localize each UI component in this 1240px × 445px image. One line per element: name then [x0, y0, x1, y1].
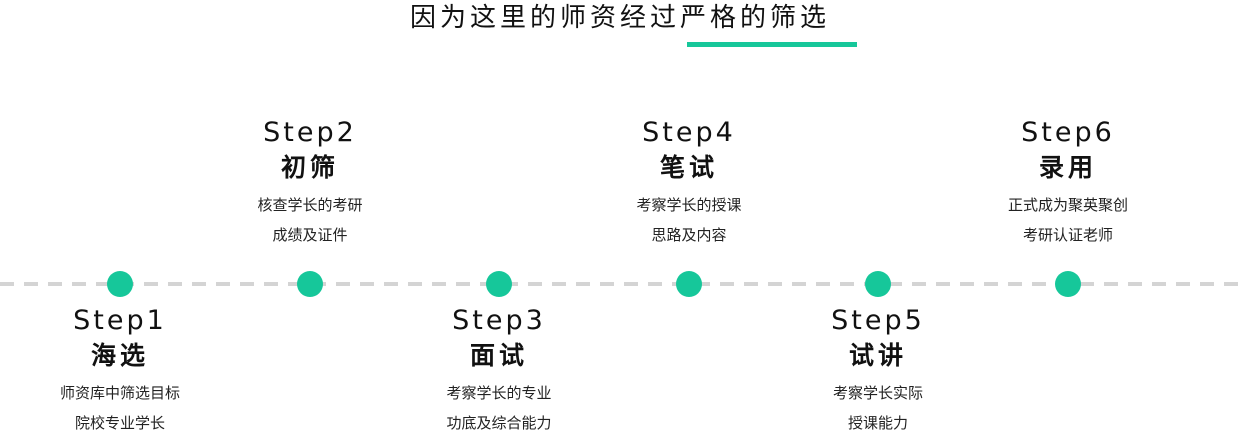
step-number: Step6	[1021, 117, 1115, 148]
step-name: 初筛	[280, 153, 339, 182]
step-name: 录用	[1038, 153, 1097, 182]
timeline-dot-1	[107, 271, 133, 297]
step-number: Step2	[263, 117, 357, 148]
step-number: Step5	[831, 305, 925, 336]
step-name: 试讲	[848, 341, 907, 370]
step-4: Step4 笔试 考察学长的授课思路及内容	[569, 116, 809, 250]
step-number: Step3	[452, 305, 546, 336]
step-5: Step5 试讲 考察学长实际授课能力	[758, 304, 998, 438]
timeline-dot-6	[1055, 271, 1081, 297]
step-name: 笔试	[659, 153, 718, 182]
step-name: 面试	[469, 341, 528, 370]
step-2: Step2 初筛 核查学长的考研成绩及证件	[190, 116, 430, 250]
section-title: 因为这里的师资经过严格的筛选	[409, 3, 830, 33]
step-description: 师资库中筛选目标院校专业学长	[59, 384, 180, 432]
step-name: 海选	[90, 341, 149, 370]
step-6: Step6 录用 正式成为聚英聚创考研认证老师	[948, 116, 1188, 250]
step-description: 考察学长实际授课能力	[832, 384, 923, 432]
timeline-dot-3	[486, 271, 512, 297]
step-description: 考察学长的授课思路及内容	[636, 196, 742, 244]
step-number: Step1	[73, 305, 167, 336]
step-1: Step1 海选 师资库中筛选目标院校专业学长	[0, 304, 240, 438]
timeline-dot-2	[297, 271, 323, 297]
timeline-dot-5	[865, 271, 891, 297]
step-description: 考察学长的专业功底及综合能力	[446, 384, 552, 432]
timeline-dot-4	[676, 271, 702, 297]
step-description: 核查学长的考研成绩及证件	[257, 196, 363, 244]
timeline-dashed-line	[0, 282, 1240, 286]
step-3: Step3 面试 考察学长的专业功底及综合能力	[379, 304, 619, 438]
step-number: Step4	[642, 117, 736, 148]
title-underline	[687, 42, 857, 47]
step-description: 正式成为聚英聚创考研认证老师	[1007, 196, 1128, 244]
